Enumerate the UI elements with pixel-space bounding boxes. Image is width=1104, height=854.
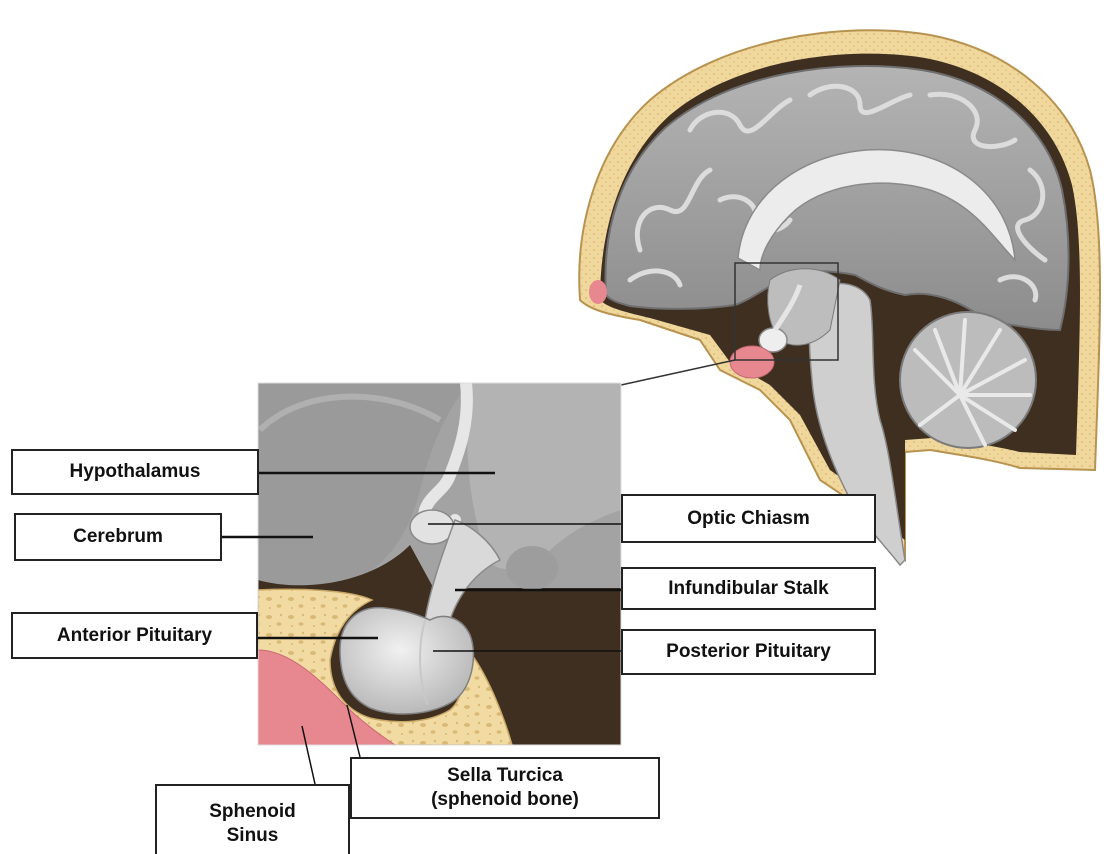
mini-sphenoid-sinus [730, 346, 774, 378]
inset-pituitary-gland [340, 608, 473, 714]
sagittal-head [579, 30, 1100, 565]
label-sphenoid-sinus-line1: Sphenoid [209, 800, 296, 824]
zoom-connector-line [621, 360, 735, 385]
label-posterior-pituitary: Posterior Pituitary [621, 629, 876, 675]
label-posterior-pituitary-text: Posterior Pituitary [666, 640, 831, 664]
label-hypothalamus: Hypothalamus [11, 449, 259, 495]
label-anterior-pituitary-text: Anterior Pituitary [57, 624, 212, 648]
label-hypothalamus-text: Hypothalamus [70, 460, 201, 484]
label-anterior-pituitary: Anterior Pituitary [11, 612, 258, 659]
label-optic-chiasm: Optic Chiasm [621, 494, 876, 543]
label-sphenoid-sinus-line2: Sinus [227, 824, 279, 848]
cerebellum [900, 312, 1036, 448]
label-sella-turcica: Sella Turcica (sphenoid bone) [350, 757, 660, 819]
label-infundibular-stalk-text: Infundibular Stalk [668, 577, 828, 601]
label-cerebrum-text: Cerebrum [73, 525, 163, 549]
label-infundibular-stalk: Infundibular Stalk [621, 567, 876, 610]
label-cerebrum: Cerebrum [14, 513, 222, 561]
label-sella-turcica-line2: (sphenoid bone) [431, 788, 579, 812]
label-sella-turcica-line1: Sella Turcica [447, 764, 563, 788]
pituitary-inset [258, 383, 621, 745]
mini-frontal-sinus [589, 280, 607, 304]
label-optic-chiasm-text: Optic Chiasm [687, 507, 809, 531]
label-sphenoid-sinus: Sphenoid Sinus [155, 784, 350, 854]
